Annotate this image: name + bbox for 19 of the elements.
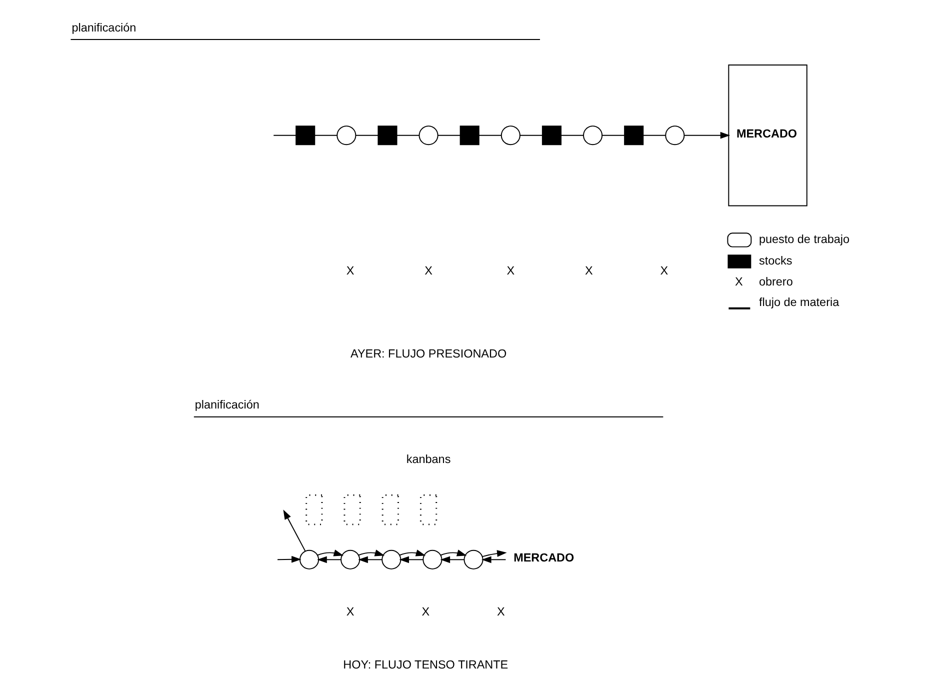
label: X — [346, 605, 354, 618]
label: planificación — [71, 21, 136, 34]
legend-label: puesto de trabajo — [758, 232, 850, 246]
label: X — [734, 276, 742, 289]
label: AYER: FLUJO PRESIONADO — [350, 347, 506, 360]
label: X — [584, 264, 592, 278]
label: X — [496, 605, 504, 618]
label: X — [660, 264, 668, 278]
label: HOY: FLUJO TENSO TIRANTE — [342, 658, 508, 672]
label: X — [506, 264, 514, 278]
label: X — [424, 264, 432, 278]
label: kanbans — [406, 452, 450, 466]
legend-label: obrero — [758, 276, 792, 289]
label: X — [421, 605, 430, 618]
node-text: MERCADO — [513, 552, 574, 565]
legend-label: flujo de materia — [758, 296, 839, 310]
label: planificación — [194, 398, 259, 412]
legend-label: stocks — [758, 254, 792, 268]
label: X — [346, 264, 354, 278]
